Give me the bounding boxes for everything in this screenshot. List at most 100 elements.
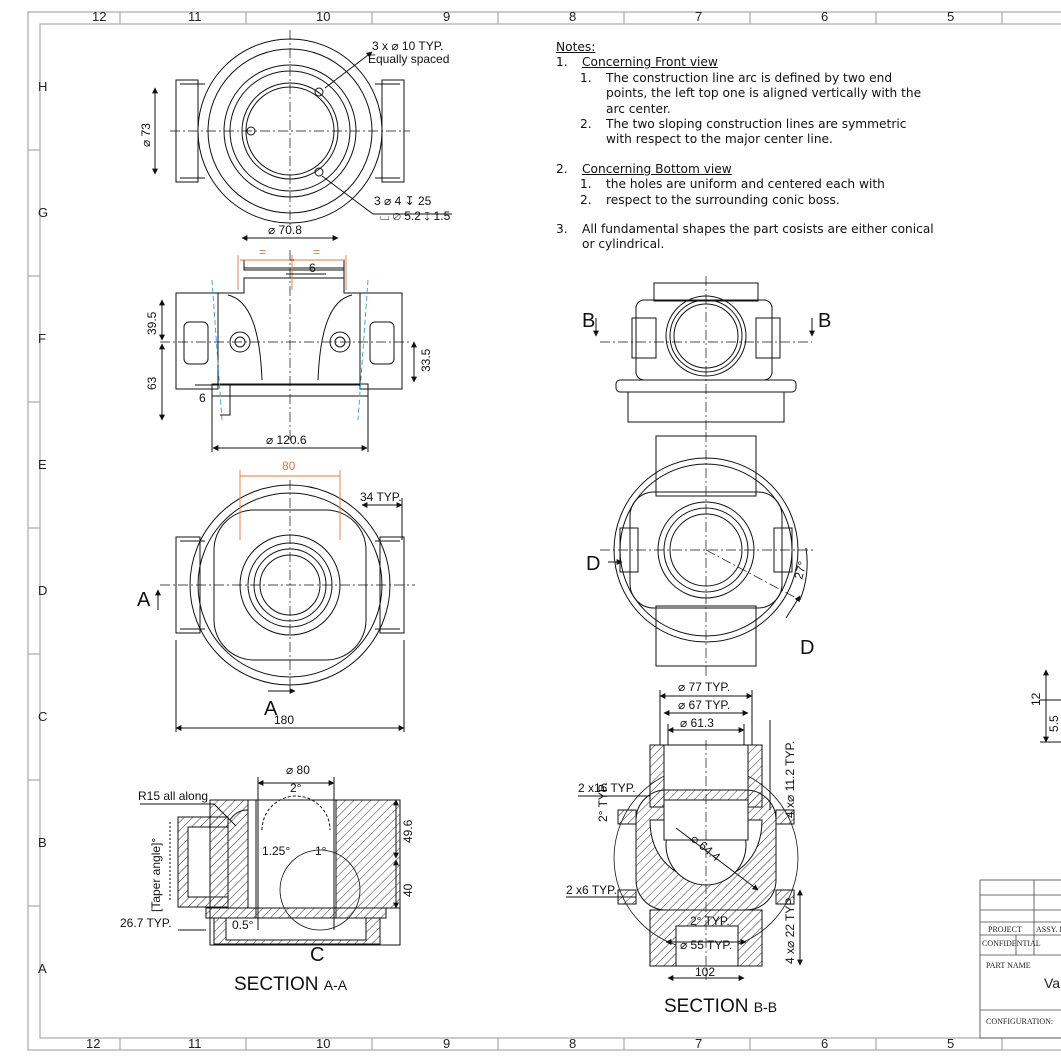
dim-dia77: ⌀ 77 TYP. bbox=[678, 680, 730, 694]
note-number: 3. bbox=[556, 222, 568, 237]
notes-title: Notes: bbox=[556, 40, 596, 54]
note-sub-text: The two sloping construction lines are s… bbox=[606, 117, 907, 147]
dim-34-typ: 34 TYP. bbox=[360, 490, 402, 504]
dim-eq-left: = bbox=[259, 245, 266, 259]
row-label: C bbox=[38, 709, 47, 724]
note-sub-item: 2. The two sloping construction lines ar… bbox=[556, 117, 936, 148]
hole-callout-1: 3 ⌀ 4 ↧ 25 bbox=[374, 194, 432, 208]
dim-1deg: 1° bbox=[315, 844, 327, 858]
detail-view bbox=[1040, 669, 1061, 743]
note-sub-text: The construction line arc is defined by … bbox=[606, 70, 922, 116]
section-marker-b-left: B bbox=[582, 310, 595, 332]
col-label: 7 bbox=[695, 9, 702, 24]
note-sub-number: 2. bbox=[580, 192, 592, 207]
dim-dia61-3: ⌀ 61.3 bbox=[680, 716, 714, 730]
row-label: B bbox=[38, 835, 47, 850]
note-item: 3. All fundamental shapes the part cosis… bbox=[556, 222, 936, 253]
section-marker-d-right: D bbox=[800, 637, 814, 659]
col-label: 11 bbox=[188, 9, 202, 24]
col-label: 5 bbox=[947, 9, 954, 24]
note-number: 2. bbox=[556, 161, 568, 176]
tb-part-value: Va bbox=[1044, 975, 1060, 991]
dim-1-25deg: 1.25° bbox=[262, 844, 290, 858]
dim-80-orange: 80 bbox=[282, 459, 296, 473]
detail-c-label: C bbox=[310, 944, 324, 966]
section-bb-title: SECTION B-B bbox=[664, 996, 777, 1017]
row-label: H bbox=[38, 79, 47, 94]
bottom-view bbox=[155, 470, 415, 732]
r15-note: R15 all along bbox=[138, 789, 208, 803]
dim-6-left: 6 bbox=[199, 391, 206, 405]
dim-40: 40 bbox=[401, 883, 415, 897]
row-label: F bbox=[38, 331, 46, 346]
dim-4x11-2: 4 x⌀ 11.2 TYP. bbox=[783, 741, 797, 818]
dim-33-5: 33.5 bbox=[419, 348, 433, 372]
note-number: 1. bbox=[556, 55, 568, 70]
col-label: 12 bbox=[92, 9, 106, 24]
dim-180: 180 bbox=[274, 713, 294, 727]
section-marker-a-left: A bbox=[137, 589, 151, 611]
tb-confidential: CONFIDENTIAL bbox=[982, 939, 1041, 948]
dim-dia120-6: ⌀ 120.6 bbox=[266, 433, 307, 447]
dim-63: 63 bbox=[145, 376, 159, 390]
col-label: 6 bbox=[821, 1036, 828, 1051]
section-aa-title: SECTION A-A bbox=[234, 974, 348, 995]
hole-callout-2: ⌴ ⌀ 5.2 ↧ 1.5 bbox=[380, 209, 451, 223]
col-label: 12 bbox=[86, 1036, 100, 1051]
holes-note: 3 x ⌀ 10 TYP. bbox=[372, 39, 444, 53]
dim-4x22: 4 x⌀ 22 TYP. bbox=[783, 896, 797, 964]
dim-6-top: 6 bbox=[309, 261, 316, 275]
section-aa bbox=[140, 777, 401, 946]
zone-ticks bbox=[28, 12, 1003, 1050]
taper-angle: [Taper angle]° bbox=[149, 838, 163, 912]
mid-right-view bbox=[600, 432, 814, 676]
tb-configuration: CONFIGURATION: bbox=[986, 1017, 1053, 1026]
note-sub-number: 1. bbox=[580, 177, 592, 192]
dim-27deg: 27° bbox=[791, 559, 809, 580]
side-view bbox=[593, 276, 815, 430]
title-block bbox=[979, 879, 1061, 1039]
sheet-frame bbox=[27, 11, 1061, 1051]
dim-dia55: ⌀ 55 TYP. bbox=[680, 938, 732, 952]
row-label: A bbox=[38, 961, 47, 976]
holes-note-2: Equally spaced bbox=[368, 52, 449, 66]
note-sub-text: respect to the surrounding conic boss. bbox=[606, 192, 840, 207]
dim-dia73: ⌀ 73 bbox=[139, 123, 153, 147]
section-marker-a-bottom: A bbox=[264, 698, 278, 720]
note-sub-item: 1. The construction line arc is defined … bbox=[556, 71, 936, 117]
dim-49-6: 49.6 bbox=[401, 819, 415, 843]
note-sub-text: the holes are uniform and centered each … bbox=[606, 177, 885, 192]
dim-2x6: 2 x6 TYP. bbox=[566, 883, 617, 897]
tb-project: PROJECT bbox=[988, 925, 1022, 934]
row-label: E bbox=[38, 457, 47, 472]
dim-2deg-typ-b: 2° TYP. bbox=[690, 914, 730, 928]
col-label: 10 bbox=[316, 1036, 330, 1051]
dim-dia67: ⌀ 67 TYP. bbox=[678, 698, 730, 712]
zone-labels: 12 11 10 9 8 7 6 5 12 11 10 9 8 7 6 5 H … bbox=[38, 9, 954, 1051]
section-marker-d-left: D bbox=[586, 553, 600, 575]
note-item: 1. Concerning Front view bbox=[556, 55, 936, 70]
dim-eq-right: = bbox=[313, 245, 320, 259]
dim-2deg-typ: 2° TYP. bbox=[596, 782, 610, 822]
col-label: 9 bbox=[443, 9, 450, 24]
dim-26-7: 26.7 TYP. bbox=[120, 916, 172, 930]
top-view bbox=[152, 30, 452, 241]
col-label: 8 bbox=[569, 9, 576, 24]
front-view bbox=[159, 250, 417, 452]
notes-block: Notes: 1. Concerning Front view 1. The c… bbox=[556, 40, 936, 253]
section-bb bbox=[566, 690, 803, 981]
col-label: 6 bbox=[821, 9, 828, 24]
dim-0-5deg: 0.5° bbox=[232, 918, 254, 932]
tb-assy: ASSY. I bbox=[1036, 925, 1061, 934]
note-item: 2. Concerning Bottom view bbox=[556, 162, 936, 177]
dim-12: 12 bbox=[1029, 692, 1043, 706]
dim-102: 102 bbox=[695, 965, 715, 979]
dim-dia70-8: ⌀ 70.8 bbox=[268, 223, 302, 237]
note-sub-item: 2. respect to the surrounding conic boss… bbox=[556, 193, 936, 208]
tb-part-name: PART NAME bbox=[986, 961, 1031, 970]
note-heading: Concerning Bottom view bbox=[582, 161, 732, 176]
dim-5-5: 5.5 bbox=[1047, 715, 1061, 732]
note-sub-item: 1. the holes are uniform and centered ea… bbox=[556, 177, 936, 192]
dim-2x16: 2 x16 TYP. bbox=[578, 781, 636, 795]
